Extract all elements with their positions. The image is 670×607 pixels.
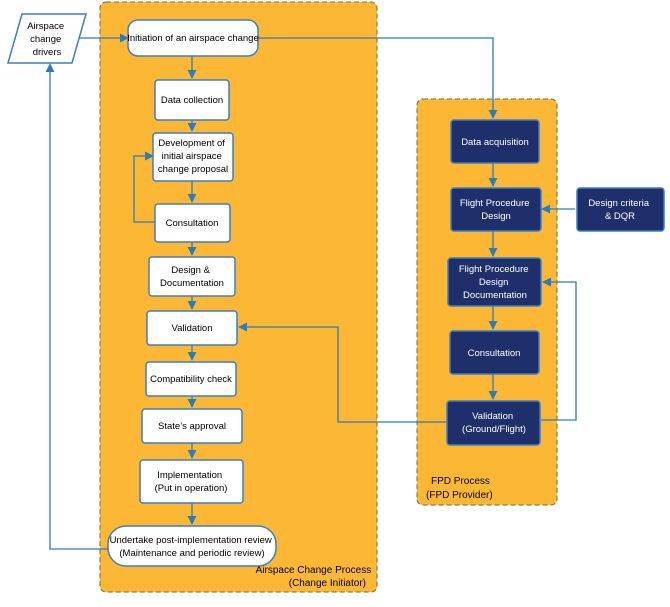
step-label: State’s approval	[158, 421, 226, 432]
step-label-line: Implementation	[157, 470, 222, 481]
fpd-step-label-line: Consultation	[468, 348, 521, 359]
fpd-step-label-line: Design	[481, 211, 511, 222]
fpd-step-label: Validation (Ground/Flight)	[462, 411, 526, 435]
step-label-line: Design &	[171, 265, 210, 276]
fpd-step-label-line: Flight Procedure	[460, 198, 530, 209]
step-initiation	[127, 19, 259, 57]
design-criteria-label-line: Design criteria	[588, 198, 649, 209]
design-criteria-box	[576, 187, 665, 232]
fpd-panel-label-line: (FPD Provider)	[426, 490, 493, 501]
step-label-line: Development of	[158, 138, 225, 149]
fpd-step-label-line: Data acquisition	[461, 137, 529, 148]
step-label-line: (Maintenance and periodic review)	[119, 548, 264, 559]
fpd-step-label: Flight Procedure Design	[460, 198, 532, 222]
fpd-steps	[446, 119, 665, 446]
fpd-step-label-line: Documentation	[463, 290, 527, 301]
fpd-step-design-documentation	[447, 257, 542, 307]
step-development-proposal	[152, 132, 234, 182]
connectors	[45, 33, 577, 550]
fpd-step-consultation	[449, 330, 540, 375]
step-consultation	[154, 203, 231, 243]
fpd-step-label-line: (Ground/Flight)	[462, 424, 526, 435]
drivers-label-line: drivers	[33, 47, 62, 58]
fpd-step-data-acquisition	[450, 119, 540, 164]
fpd-step-labels: Data acquisition Flight Procedure Design…	[459, 137, 651, 435]
fpd-step-label-line: Validation	[472, 411, 513, 422]
step-label: Data collection	[161, 95, 223, 106]
step-label: Validation	[171, 323, 212, 334]
acp-panel-label-line: Airspace Change Process	[256, 565, 372, 576]
step-label-line: Validation	[171, 323, 212, 334]
step-design-documentation	[148, 256, 236, 297]
design-criteria-label: Design criteria & DQR	[588, 198, 651, 222]
step-label: Undertake post-implementation review (Ma…	[110, 535, 275, 559]
fpd-step-label-line: Design	[479, 277, 509, 288]
fpd-step-label: Consultation	[468, 348, 521, 359]
step-label-line: Compatibility check	[150, 374, 232, 385]
acp-panel-label: Airspace Change Process (Change Initiato…	[256, 565, 374, 589]
step-label-line: change proposal	[158, 164, 228, 175]
drivers-label-line: Airspace	[27, 21, 64, 32]
drivers-label: Airspace change drivers	[27, 21, 67, 58]
step-label-line: Data collection	[161, 95, 223, 106]
step-post-implementation-review	[107, 525, 277, 567]
step-states-approval	[141, 408, 243, 444]
airspace-change-drivers-node: Airspace change drivers	[7, 13, 87, 64]
step-label: Development of initial airspace change p…	[158, 138, 228, 175]
acp-steps	[107, 19, 277, 567]
connector-review-to-drivers	[45, 63, 108, 550]
fpd-step-flight-procedure-design	[450, 187, 542, 232]
fpd-step-label-line: Flight Procedure	[459, 264, 529, 275]
drivers-label-line: change	[30, 34, 61, 45]
acp-step-labels: Initiation of an airspace change Data co…	[110, 33, 275, 559]
fpd-step-label: Data acquisition	[461, 137, 529, 148]
step-label: Implementation (Put in operation)	[155, 470, 228, 494]
drivers-shape	[7, 13, 87, 64]
step-label: Design & Documentation	[160, 265, 224, 289]
connector-initiation-to-data-acquisition	[258, 37, 498, 119]
step-implementation	[139, 459, 244, 504]
fpd-step-label: Flight Procedure Design Documentation	[459, 264, 531, 301]
step-label-line: Consultation	[166, 218, 219, 229]
step-label-line: Undertake post-implementation review	[110, 535, 272, 546]
connector-consultation-loop	[133, 151, 155, 223]
step-validation	[146, 310, 238, 346]
step-compatibility-check	[145, 361, 237, 397]
step-label-line: Documentation	[160, 278, 224, 289]
design-criteria-label-line: & DQR	[605, 211, 635, 222]
connector-fpd-validation-to-acp-validation	[238, 322, 446, 423]
connector-fpd-validation-loop	[541, 277, 577, 421]
acp-panel-label-line: (Change Initiator)	[289, 578, 366, 589]
step-label-line: Initiation of an airspace change	[127, 33, 259, 44]
fpd-panel-label-line: FPD Process	[431, 476, 490, 487]
step-data-collection	[154, 79, 230, 121]
step-label-line: (Put in operation)	[155, 483, 228, 494]
step-label: Compatibility check	[150, 374, 232, 385]
step-label-line: State’s approval	[158, 421, 226, 432]
step-label-line: initial airspace	[162, 151, 222, 162]
step-label: Consultation	[166, 218, 219, 229]
fpd-step-validation	[446, 400, 541, 446]
step-label: Initiation of an airspace change	[127, 33, 259, 44]
fpd-panel-label: FPD Process (FPD Provider)	[426, 476, 493, 501]
